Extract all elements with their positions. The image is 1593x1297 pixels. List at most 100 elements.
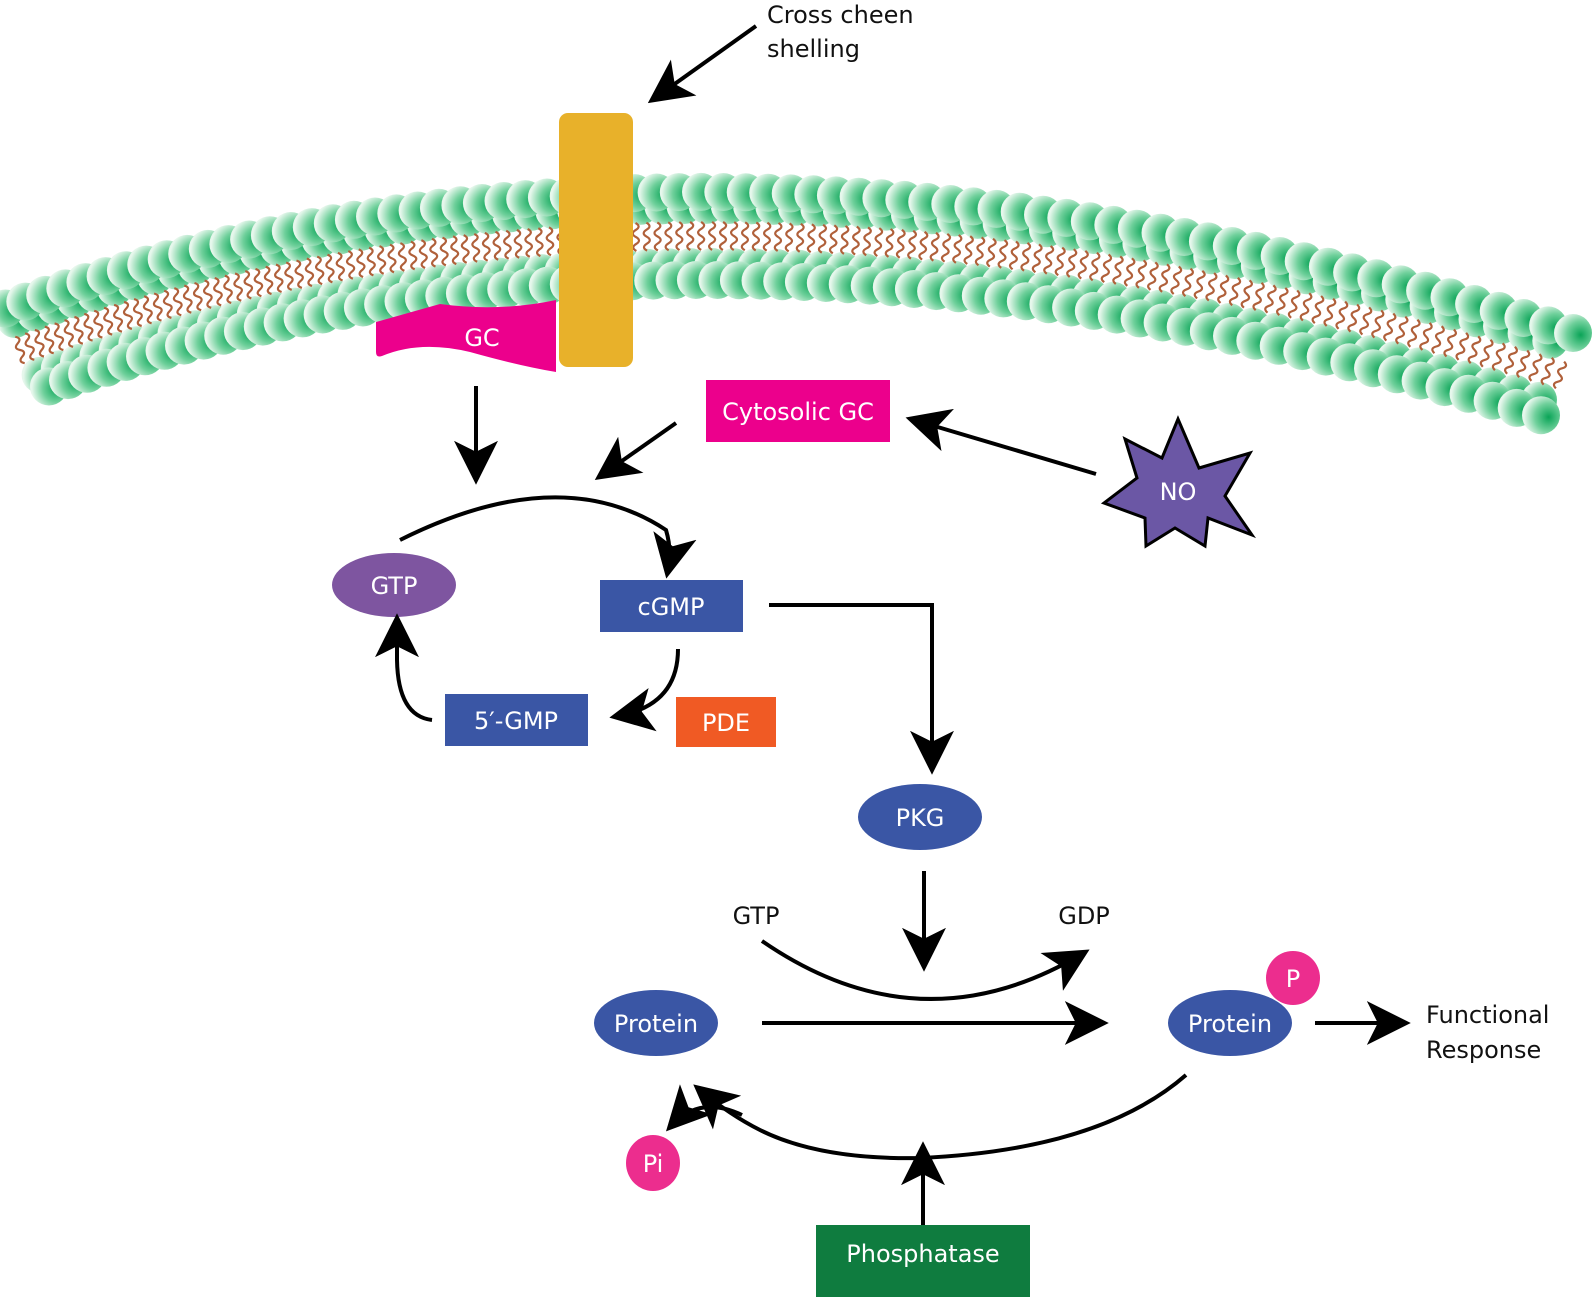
- lipid-tail: [1491, 342, 1506, 371]
- lipid-tail: [1347, 303, 1361, 333]
- lipid-tail: [253, 267, 264, 298]
- lipid-tail: [963, 235, 974, 265]
- lipid-tail: [873, 227, 884, 258]
- no-star[interactable]: [1100, 415, 1257, 549]
- lipid-tail: [784, 222, 794, 253]
- lipid-tail: [907, 229, 918, 260]
- lipid-tail: [675, 221, 684, 252]
- lipid-tail: [1031, 243, 1043, 274]
- lipid-tail: [325, 253, 335, 284]
- phosphate-badge[interactable]: [1266, 951, 1320, 1005]
- lipid-tail: [795, 222, 805, 253]
- lipid-tail: [387, 243, 397, 274]
- lipid-tail: [243, 270, 254, 300]
- lipid-tail: [397, 242, 407, 272]
- lipid-heads-front: [0, 172, 1592, 435]
- lipid-tail: [642, 221, 651, 252]
- 5gmp-to-gtp-arrow: [375, 613, 433, 722]
- lipid-tail: [233, 272, 243, 302]
- lipid-tail: [1008, 240, 1020, 271]
- lipid-tail: [103, 306, 114, 336]
- phosphatase-label: Phosphatase: [846, 1240, 999, 1268]
- stimulus-label-line1: Cross cheen: [767, 1, 914, 29]
- lipid-tail: [1264, 284, 1277, 314]
- 5gmp-box[interactable]: [445, 694, 588, 746]
- lipid-tail: [653, 221, 662, 252]
- lipid-tail: [450, 235, 460, 266]
- phosphorylated-protein-label: Protein: [1188, 1010, 1272, 1038]
- cgmp-box[interactable]: [600, 580, 743, 632]
- lipid-head: [1554, 314, 1592, 352]
- lipid-tail: [1123, 257, 1136, 287]
- lipid-tail: [1205, 272, 1218, 302]
- gtp-node-label: GTP: [371, 572, 418, 600]
- lipid-tail: [1540, 357, 1555, 386]
- pde-box[interactable]: [676, 697, 776, 747]
- lipid-tail: [1504, 346, 1518, 375]
- lipid-tail: [345, 250, 356, 280]
- lipid-tail: [213, 277, 223, 307]
- protein-node[interactable]: [594, 990, 718, 1056]
- lipid-tail: [223, 274, 233, 305]
- lipid-tail: [1077, 250, 1089, 280]
- cytosolic-gc-box[interactable]: [706, 380, 890, 442]
- lipid-tail: [1147, 261, 1159, 291]
- stimulus-label-line2: shelling: [767, 35, 860, 63]
- lipid-tail: [284, 261, 294, 291]
- lipid-tail: [751, 221, 761, 252]
- lipid-tail: [1020, 242, 1032, 272]
- lipid-tail: [1467, 335, 1482, 364]
- lipid-tail: [1299, 292, 1313, 322]
- lipid-tail: [460, 234, 470, 264]
- lipid-tail: [1100, 253, 1113, 284]
- pkg-node[interactable]: [858, 784, 982, 850]
- lipid-tail: [24, 332, 35, 361]
- lipid-tail: [1443, 328, 1457, 358]
- lipid-tail: [1089, 251, 1101, 282]
- lipid-tail: [1228, 276, 1242, 307]
- lipid-tail: [534, 227, 544, 258]
- lipid-tail: [202, 279, 213, 309]
- pi-node[interactable]: [626, 1135, 680, 1191]
- pi-label: Pi: [643, 1150, 664, 1178]
- lipid-tail: [418, 239, 428, 270]
- lipid-tail: [545, 226, 555, 257]
- lipid-tail: [93, 309, 104, 339]
- lipid-tail: [895, 228, 906, 259]
- lipid-tail: [429, 237, 439, 268]
- lipid-tail: [806, 223, 816, 254]
- protein-label: Protein: [614, 1010, 698, 1038]
- membrane-gc-shape[interactable]: [376, 300, 556, 372]
- lipid-tail: [631, 222, 641, 252]
- pi-release-arrow: [665, 1084, 743, 1132]
- gtp-node[interactable]: [332, 553, 456, 617]
- lipid-tail: [83, 312, 94, 342]
- lipid-tail: [356, 248, 366, 279]
- lipid-tail: [132, 298, 143, 328]
- phosphatase-box[interactable]: [816, 1225, 1030, 1297]
- lipid-tail: [162, 289, 173, 319]
- lipid-tail: [335, 251, 345, 282]
- lipid-tail: [1170, 265, 1183, 295]
- lipid-tail: [1054, 246, 1066, 277]
- lipid-tail: [762, 221, 772, 252]
- receptor-inner-overlay: [559, 226, 633, 260]
- lipid-tail: [377, 245, 387, 275]
- lipid-tail: [152, 292, 163, 322]
- lipid-head: [1522, 396, 1560, 435]
- lipid-tail: [73, 315, 84, 345]
- lipid-tail: [366, 246, 376, 277]
- lipid-tail: [263, 265, 274, 296]
- phosphorylated-protein-node[interactable]: [1168, 990, 1292, 1056]
- no-label: NO: [1160, 478, 1197, 506]
- lipid-tail: [14, 335, 26, 365]
- lipid-tail: [34, 328, 45, 358]
- lipid-tail: [773, 222, 783, 252]
- gdp-cofactor-label: GDP: [1058, 902, 1110, 930]
- lipid-tail: [122, 300, 133, 330]
- lipid-tail: [1276, 287, 1289, 317]
- lipid-tail: [471, 232, 481, 263]
- pde-label: PDE: [702, 709, 750, 737]
- cgmp-to-5gmp-arrow: [609, 648, 680, 732]
